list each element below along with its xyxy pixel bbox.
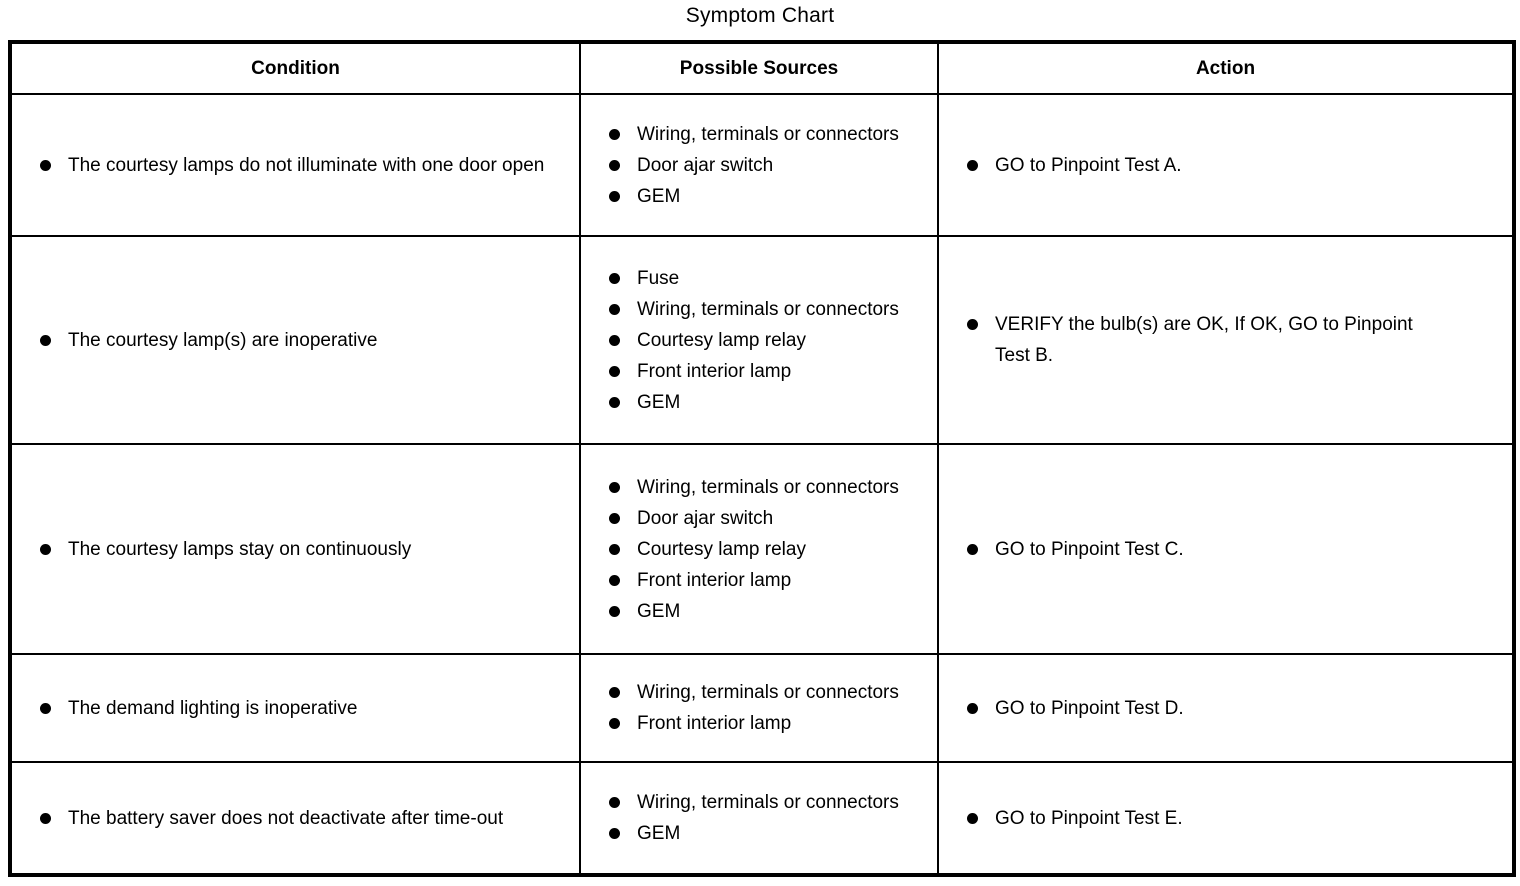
bullet-item: GO to Pinpoint Test D. <box>965 693 1448 724</box>
sources-cell: Wiring, terminals or connectors GEM <box>579 761 939 876</box>
symptom-chart-table: Condition Possible Sources Action The co… <box>8 40 1516 877</box>
table-row: The courtesy lamp(s) are inoperative Fus… <box>9 235 1515 445</box>
condition-cell: The battery saver does not deactivate af… <box>9 761 581 876</box>
header-cell-action: Action <box>937 41 1515 95</box>
bullet-item: Courtesy lamp relay <box>607 325 903 356</box>
header-cell-possible-sources: Possible Sources <box>579 41 939 95</box>
bullet-item: GEM <box>607 181 903 212</box>
sources-cell: Wiring, terminals or connectors Front in… <box>579 653 939 763</box>
table-row: The courtesy lamps stay on continuously … <box>9 443 1515 655</box>
bullet-item: Wiring, terminals or connectors <box>607 787 903 818</box>
condition-cell: The courtesy lamps do not illuminate wit… <box>9 93 581 237</box>
bullet-item: Courtesy lamp relay <box>607 534 903 565</box>
bullet-item: GO to Pinpoint Test C. <box>965 534 1448 565</box>
bullet-item: The demand lighting is inoperative <box>38 693 571 724</box>
table-row: The battery saver does not deactivate af… <box>9 761 1515 876</box>
action-cell: GO to Pinpoint Test D. <box>937 653 1515 763</box>
bullet-item: GEM <box>607 596 903 627</box>
bullet-item: The battery saver does not deactivate af… <box>38 803 571 834</box>
bullet-item: Wiring, terminals or connectors <box>607 677 903 708</box>
page-title: Symptom Chart <box>685 4 835 27</box>
bullet-item: The courtesy lamps do not illuminate wit… <box>38 150 571 181</box>
sources-cell: Wiring, terminals or connectors Door aja… <box>579 93 939 237</box>
bullet-item: Door ajar switch <box>607 150 903 181</box>
bullet-item: VERIFY the bulb(s) are OK, If OK, GO to … <box>965 309 1448 371</box>
condition-cell: The courtesy lamps stay on continuously <box>9 443 581 655</box>
bullet-item: GO to Pinpoint Test E. <box>965 803 1448 834</box>
sources-cell: Wiring, terminals or connectors Door aja… <box>579 443 939 655</box>
bullet-item: Wiring, terminals or connectors <box>607 472 903 503</box>
action-cell: VERIFY the bulb(s) are OK, If OK, GO to … <box>937 235 1515 445</box>
bullet-item: Front interior lamp <box>607 356 903 387</box>
bullet-item: Wiring, terminals or connectors <box>607 294 903 325</box>
action-cell: GO to Pinpoint Test E. <box>937 761 1515 876</box>
bullet-item: Door ajar switch <box>607 503 903 534</box>
sources-cell: Fuse Wiring, terminals or connectors Cou… <box>579 235 939 445</box>
header-row: Condition Possible Sources Action <box>9 41 1515 95</box>
bullet-item: GO to Pinpoint Test A. <box>965 150 1448 181</box>
condition-cell: The demand lighting is inoperative <box>9 653 581 763</box>
bullet-item: Fuse <box>607 263 903 294</box>
action-cell: GO to Pinpoint Test C. <box>937 443 1515 655</box>
condition-cell: The courtesy lamp(s) are inoperative <box>9 235 581 445</box>
bullet-item: The courtesy lamp(s) are inoperative <box>38 325 571 356</box>
table-row: The courtesy lamps do not illuminate wit… <box>9 93 1515 237</box>
table-row: The demand lighting is inoperative Wirin… <box>9 653 1515 763</box>
bullet-item: Front interior lamp <box>607 708 903 739</box>
bullet-item: GEM <box>607 387 903 418</box>
header-cell-condition: Condition <box>9 41 581 95</box>
bullet-item: The courtesy lamps stay on continuously <box>38 534 571 565</box>
bullet-item: GEM <box>607 818 903 849</box>
action-cell: GO to Pinpoint Test A. <box>937 93 1515 237</box>
bullet-item: Wiring, terminals or connectors <box>607 119 903 150</box>
bullet-item: Front interior lamp <box>607 565 903 596</box>
